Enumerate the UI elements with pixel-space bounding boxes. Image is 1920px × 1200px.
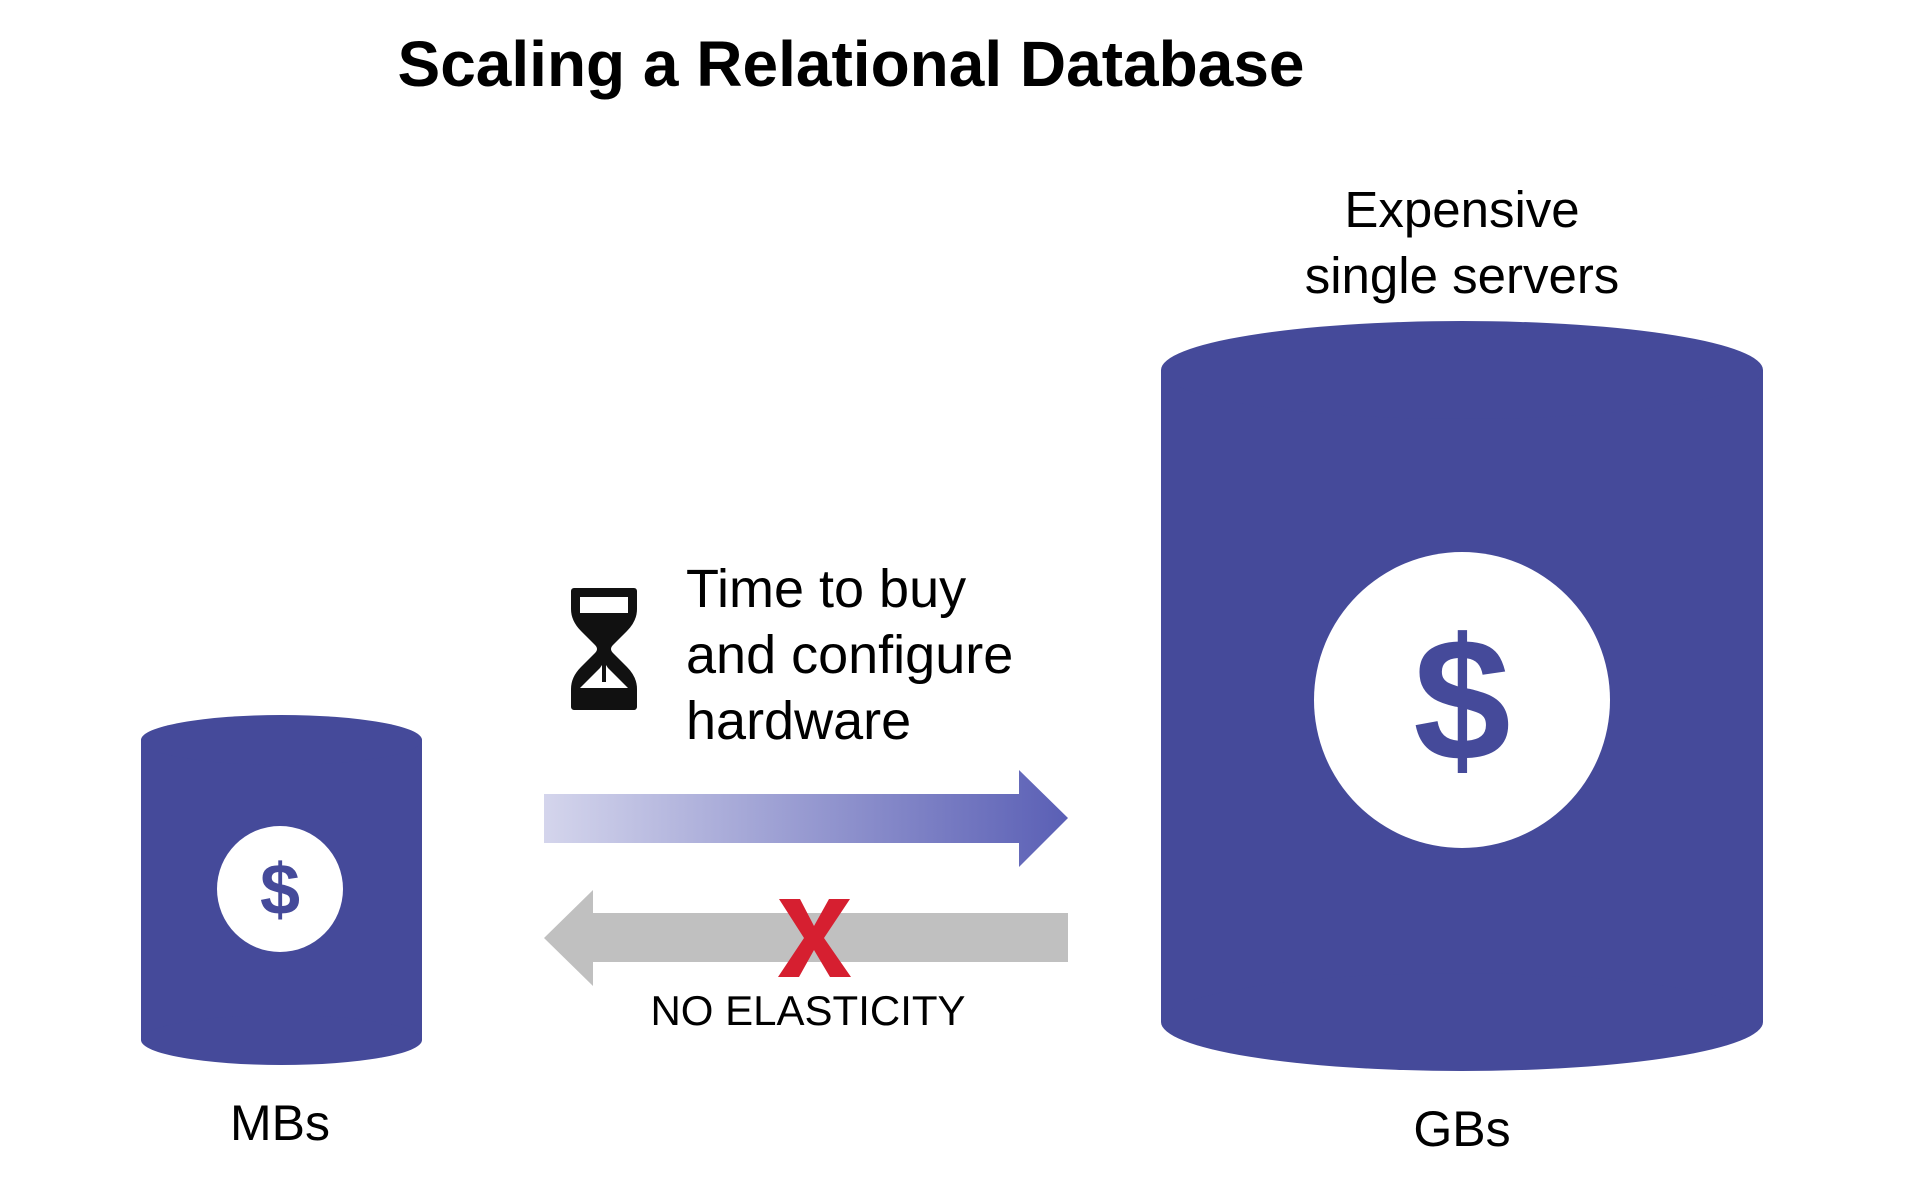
dollar-icon: $	[1314, 552, 1610, 848]
scale-up-arrow	[544, 770, 1068, 867]
svg-text:$: $	[260, 850, 300, 930]
large-database-cylinder: $	[1161, 321, 1763, 1071]
x-mark-icon	[778, 899, 851, 977]
scale-up-text-line3: hardware	[686, 691, 911, 751]
hourglass-icon	[571, 588, 637, 710]
small-database-cylinder: $	[141, 715, 422, 1065]
large-db-label: GBs	[1413, 1101, 1510, 1157]
dollar-icon: $	[217, 826, 343, 952]
large-db-caption-line1: Expensive	[1344, 181, 1579, 238]
large-db-caption-line2: single servers	[1305, 247, 1620, 304]
scale-up-text-line1: Time to buy	[686, 559, 966, 619]
no-elasticity-label: NO ELASTICITY	[650, 987, 965, 1034]
small-db-label: MBs	[230, 1095, 330, 1151]
diagram-title: Scaling a Relational Database	[398, 28, 1305, 100]
svg-text:$: $	[1413, 603, 1510, 798]
scale-up-text-line2: and configure	[686, 625, 1013, 685]
